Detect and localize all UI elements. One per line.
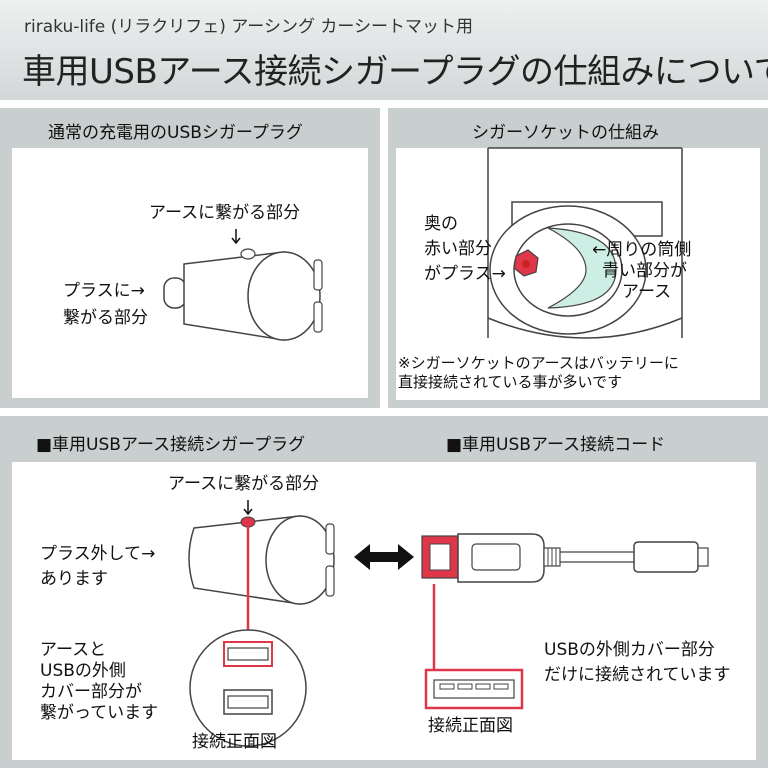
earth-cord-title: ■車用USBアース接続コード bbox=[446, 435, 666, 455]
red-connector-line bbox=[246, 524, 250, 640]
earth-part-label-bottom: アースに繋がる部分 bbox=[168, 474, 320, 494]
plug-front-view bbox=[189, 629, 307, 747]
cord-cover-label: USBの外側カバー部分 だけに接続されています bbox=[544, 640, 731, 686]
cord-cover-line2: だけに接続されています bbox=[544, 665, 731, 685]
arrow-down-icon bbox=[243, 500, 253, 516]
page-subtitle: riraku-life (リラクリフェ) アーシング カーシートマット用 bbox=[24, 17, 474, 37]
plus-removed-line1: プラス外して→ bbox=[40, 544, 156, 564]
outer-blue-line2: 青い部分が bbox=[602, 261, 687, 281]
front-view-label-right: 接続正面図 bbox=[428, 716, 513, 736]
cigar-plug-illustration bbox=[163, 248, 323, 341]
plus-removed-line2: あります bbox=[40, 569, 108, 589]
arrow-down-icon bbox=[231, 229, 241, 245]
panel-socket: シガーソケットの仕組み 奥の 赤い部分 がプラス→ ←周りの筒側 青い部分が ア… bbox=[388, 108, 768, 408]
socket-note-line2: 直接接続されている事が多いです bbox=[398, 373, 623, 391]
earth-part-label: アースに繋がる部分 bbox=[149, 203, 301, 223]
inner-red-label: 奥の 赤い部分 がプラス→ bbox=[424, 214, 506, 285]
usb-cover-line1: アースと bbox=[40, 640, 107, 660]
cigar-socket-illustration bbox=[487, 147, 683, 339]
earth-plug-title: ■車用USBアース接続シガープラグ bbox=[36, 435, 306, 455]
page-title: 車用USBアース接続シガープラグの仕組みについて bbox=[22, 52, 768, 92]
cord-cover-line1: USBの外側カバー部分 bbox=[544, 640, 715, 660]
plus-part-label: プラスに→ 繋がる部分 bbox=[63, 281, 148, 329]
header-band: riraku-life (リラクリフェ) アーシング カーシートマット用 車用U… bbox=[0, 0, 768, 100]
panel-bottom-inner: アースに繋がる部分 プラス外して→ あります アースと USBの外側 カバー部分… bbox=[12, 462, 756, 760]
outer-blue-label: ←周りの筒側 青い部分が アース bbox=[592, 240, 691, 303]
panel-normal-plug: 通常の充電用のUSBシガープラグ アースに繋がる部分 プラスに→ 繋がる部分 bbox=[0, 108, 380, 408]
inner-red-line2: 赤い部分 bbox=[424, 239, 492, 259]
usb-cover-line2: USBの外側 bbox=[40, 661, 126, 681]
plus-label-line1: プラスに→ bbox=[63, 281, 145, 301]
socket-note: ※シガーソケットのアースはバッテリーに 直接接続されている事が多いです bbox=[398, 354, 679, 392]
usb-cover-line3: カバー部分が bbox=[40, 682, 142, 702]
plus-label-line2: 繋がる部分 bbox=[63, 308, 148, 328]
usb-cover-line4: 繋がっています bbox=[40, 703, 159, 723]
earth-cord-illustration bbox=[421, 533, 709, 583]
red-connector-line-cord bbox=[432, 584, 436, 674]
panel-earth-products: ■車用USBアース接続シガープラグ ■車用USBアース接続コード アースに繋がる… bbox=[0, 416, 768, 768]
outer-blue-line1: ←周りの筒側 bbox=[592, 240, 692, 260]
panel-socket-title: シガーソケットの仕組み bbox=[472, 123, 659, 143]
panel-socket-inner: 奥の 赤い部分 がプラス→ ←周りの筒側 青い部分が アース ※シガーソケットの… bbox=[396, 147, 760, 400]
cord-front-view bbox=[424, 668, 524, 710]
usb-cover-label: アースと USBの外側 カバー部分が 繋がっています bbox=[40, 640, 158, 724]
inner-red-line3: がプラス→ bbox=[424, 264, 506, 284]
panel-normal-title: 通常の充電用のUSBシガープラグ bbox=[48, 123, 303, 143]
double-arrow-icon bbox=[354, 544, 414, 570]
outer-blue-line3: アース bbox=[622, 282, 672, 302]
socket-note-line1: ※シガーソケットのアースはバッテリーに bbox=[398, 354, 679, 372]
panel-normal-inner: アースに繋がる部分 プラスに→ 繋がる部分 bbox=[12, 148, 368, 398]
front-view-label-left: 接続正面図 bbox=[192, 732, 277, 752]
inner-red-line1: 奥の bbox=[424, 214, 458, 234]
plus-removed-label: プラス外して→ あります bbox=[40, 544, 155, 590]
earth-plug-illustration bbox=[188, 515, 335, 605]
